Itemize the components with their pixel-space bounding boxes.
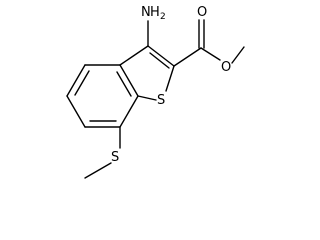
amino-h-label: H: [150, 5, 160, 20]
amino-h-count: 2: [160, 12, 166, 22]
bond-c3-c2: [147, 45, 175, 67]
atom-labels: N H 2 O O S S: [111, 5, 231, 165]
bond-ester-o-methyl: [231, 46, 245, 64]
bond-s1-c7a: [137, 95, 157, 101]
bond-c2-s1: [165, 65, 175, 92]
bond-c3a-c3: [119, 45, 149, 66]
bond-c7a-c3a-inner: [116, 71, 132, 97]
bond-c4-c5-inner: [74, 70, 90, 96]
amino-n-label: N: [141, 5, 151, 20]
bond-c5-c6: [66, 95, 86, 128]
bond-c2-carbonyl: [173, 47, 202, 67]
ring-sulfur-label: S: [157, 93, 165, 108]
bond-c4-c5: [66, 64, 86, 97]
bond-carbonyl-ester-o: [200, 47, 221, 61]
thioether-sulfur-label: S: [111, 150, 119, 165]
carbonyl-oxygen-label: O: [197, 5, 207, 20]
ester-oxygen-label: O: [221, 60, 231, 75]
bond-s-methyl: [84, 162, 112, 179]
structure-diagram: N H 2 O O S S: [66, 5, 245, 179]
bond-c7-c7a: [119, 95, 139, 128]
bond-lines: [66, 19, 245, 179]
bond-c7a-c3a: [119, 64, 139, 97]
bond-c3-c2-inner: [149, 52, 170, 69]
